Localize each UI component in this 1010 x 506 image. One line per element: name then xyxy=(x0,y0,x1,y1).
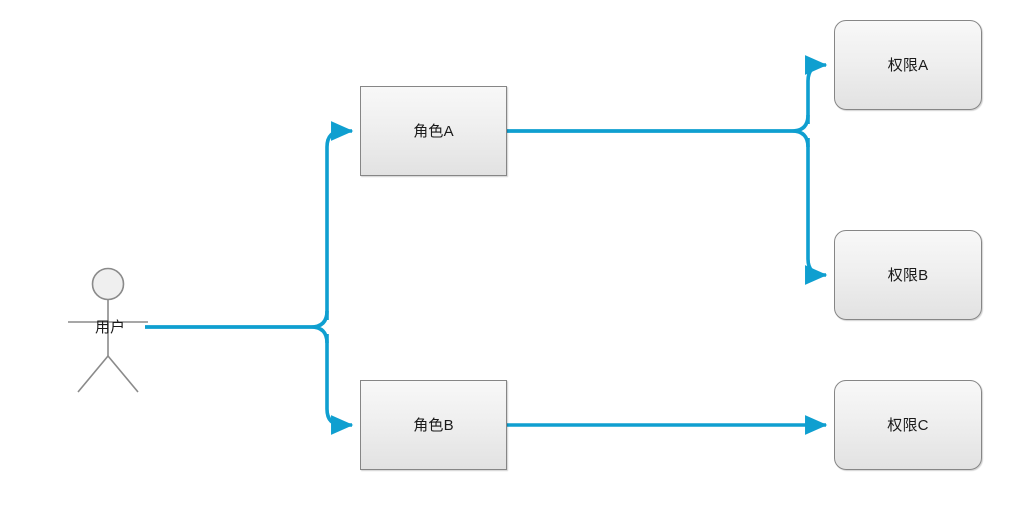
node-role-b-label: 角色B xyxy=(413,416,454,434)
edge-role-a-trunk xyxy=(507,114,810,148)
edge-role-a-perm-b xyxy=(805,138,828,285)
node-perm-b[interactable]: 权限B xyxy=(834,230,982,320)
node-perm-a[interactable]: 权限A xyxy=(834,20,982,110)
actor-user-figure[interactable] xyxy=(60,258,160,398)
actor-user-label: 用户 xyxy=(94,319,125,336)
actor-leg-right-line xyxy=(107,355,139,393)
edge-role-a-perm-a xyxy=(805,55,828,124)
node-perm-c-label: 权限C xyxy=(887,416,929,434)
node-role-a[interactable]: 角色A xyxy=(360,86,507,176)
node-perm-a-label: 权限A xyxy=(887,56,929,74)
node-perm-c[interactable]: 权限C xyxy=(834,380,982,470)
actor-leg-left-line xyxy=(77,355,109,393)
edge-user-trunk xyxy=(145,310,329,344)
edge-user-role-b xyxy=(325,334,354,435)
edge-user-role-a xyxy=(325,121,354,320)
actor-head-icon xyxy=(91,267,125,301)
node-role-a-label: 角色A xyxy=(413,122,454,140)
node-perm-b-label: 权限B xyxy=(887,266,929,284)
node-role-b[interactable]: 角色B xyxy=(360,380,507,470)
